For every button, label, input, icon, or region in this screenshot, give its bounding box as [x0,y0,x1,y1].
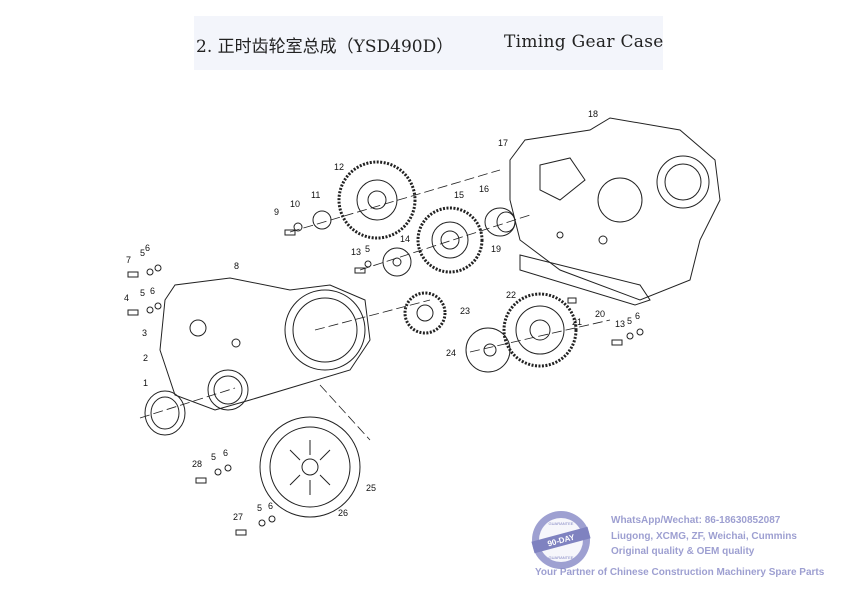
callout-12: 6 [145,243,150,253]
title-chinese: 2. 正时齿轮室总成（YSD490D） [196,37,454,57]
callout-35: 27 [233,512,243,522]
badge-top-text: GUARANTEE [549,521,574,526]
callout-37: 6 [268,501,273,511]
callout-17: 5 [140,288,145,298]
callout-36: 5 [257,503,262,513]
hub-24 [465,327,511,373]
callout-1: 17 [498,138,508,148]
watermark-brands: Liugong, XCMG, ZF, Weichai, Cummins [611,531,797,542]
callout-29: 1 [143,378,148,388]
callout-19: 3 [142,328,147,338]
callout-26: 6 [635,311,640,321]
badge-bottom-text: GUARANTEE [549,555,574,560]
callout-31: 5 [211,452,216,462]
callout-9: 19 [491,244,501,254]
callout-21: 22 [506,290,516,300]
callout-23: 20 [595,309,605,319]
gear-23 [403,291,447,335]
front-cover [159,277,371,411]
callout-34: 26 [338,508,348,518]
callout-2: 12 [334,162,344,172]
watermark-tagline: Your Partner of Chinese Construction Mac… [535,567,825,578]
callout-18: 6 [150,286,155,296]
watermark-quality: Original quality & OEM quality [611,546,755,557]
washer-11 [312,210,332,230]
callout-25: 5 [627,316,632,326]
callout-14: 7 [126,255,131,265]
callout-10: 13 [351,247,361,257]
gear-12 [337,160,417,240]
callout-8: 14 [400,234,410,244]
callout-32: 6 [223,448,228,458]
callout-30: 28 [192,459,202,469]
gear-case-housing [509,117,721,306]
assembly-lines [139,169,611,441]
callout-27: 24 [446,348,456,358]
callout-6: 10 [290,199,300,209]
callout-5: 11 [311,190,320,200]
callout-22: 21 [572,317,582,327]
callout-0: 18 [588,109,598,119]
watermark-contact: WhatsApp/Wechat: 86-18630852087 [611,515,781,526]
bushing-16 [484,207,516,237]
callout-4: 15 [454,190,464,200]
callout-16: 4 [124,293,129,303]
bottom-cover [259,416,361,518]
callout-3: 16 [479,184,489,194]
bolts [127,222,644,536]
seal-1 [144,390,186,436]
callout-7: 9 [274,207,279,217]
callout-15: 8 [234,261,239,271]
gear-22 [502,292,578,368]
hub-14 [382,247,412,277]
guarantee-badge-icon: 90-DAY GUARANTEE GUARANTEE [531,511,591,569]
callout-13: 5 [140,248,145,258]
callout-20: 23 [460,306,470,316]
callout-33: 25 [366,483,376,493]
callout-28: 2 [143,353,148,363]
title-bar: 2. 正时齿轮室总成（YSD490D） Timing Gear Case Ass… [194,16,663,70]
title-english: Timing Gear Case Assembly [504,32,663,52]
callout-24: 13 [615,319,625,329]
callout-11: 5 [365,244,370,254]
gear-15 [416,206,484,274]
